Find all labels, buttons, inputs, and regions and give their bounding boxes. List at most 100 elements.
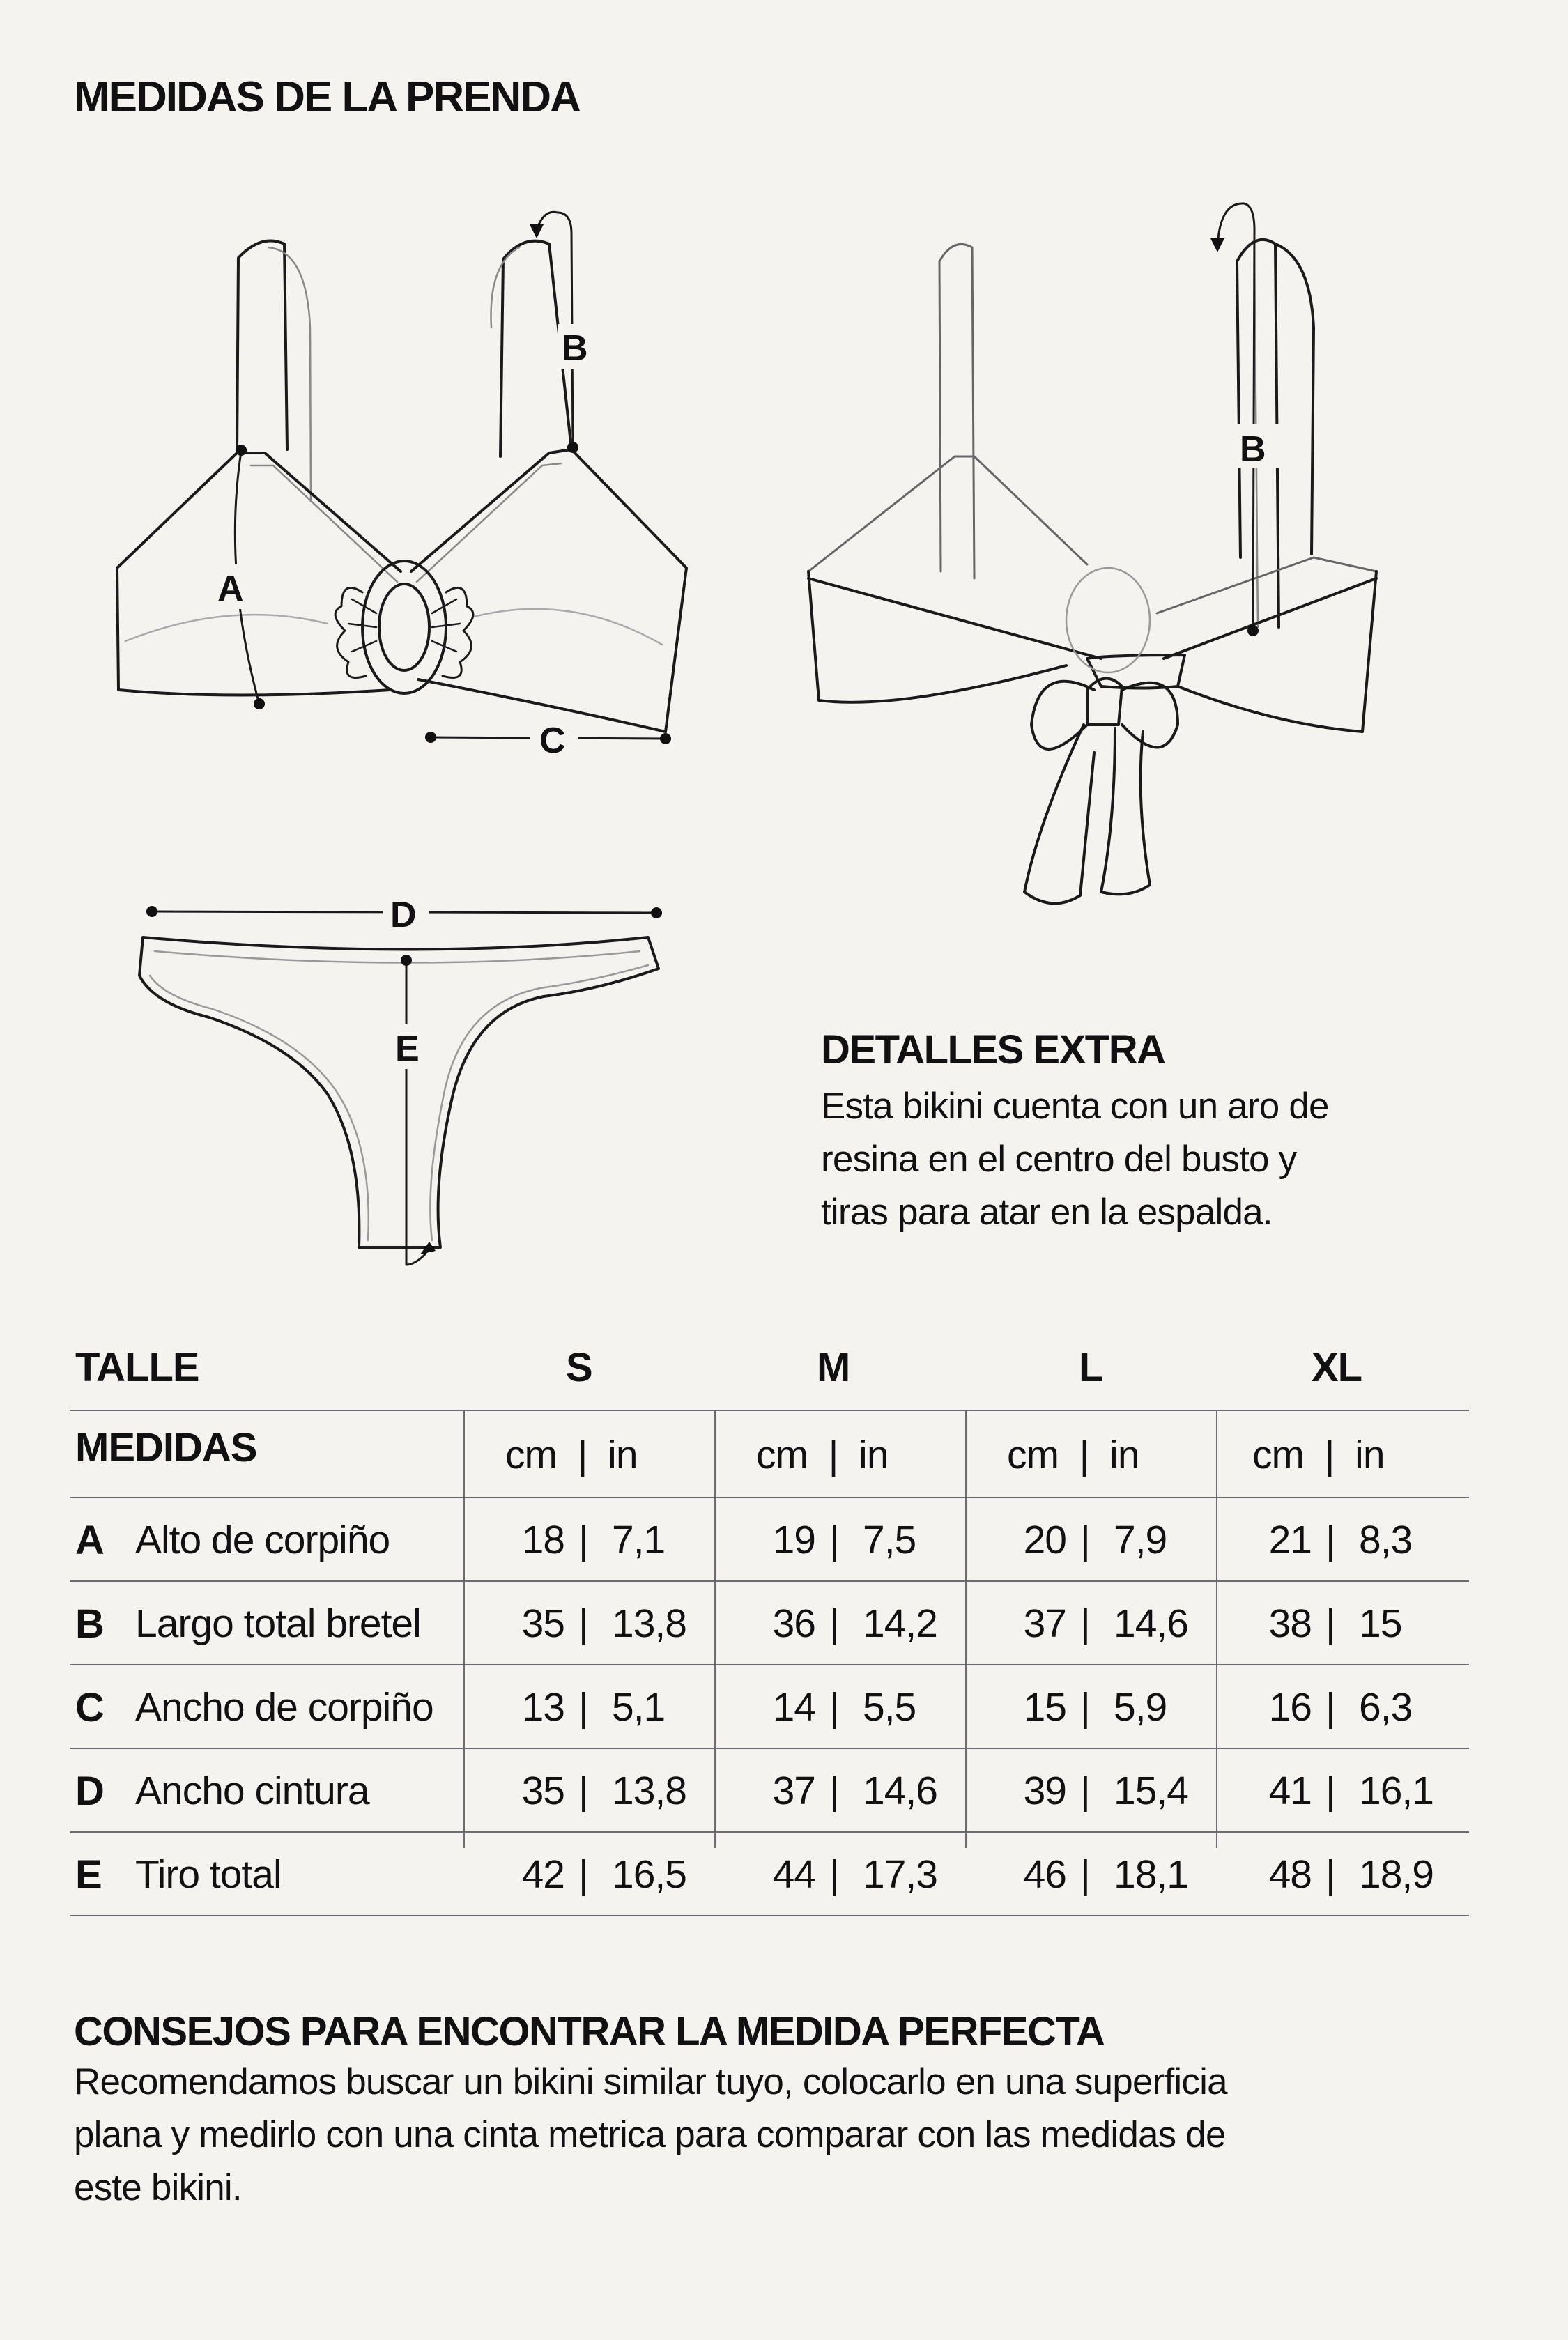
value-sep: | [829, 1769, 840, 1813]
unit-in: in [859, 1432, 889, 1477]
value-sep: | [829, 1852, 840, 1897]
size-XL: XL [1312, 1345, 1362, 1390]
divider [70, 1497, 1469, 1498]
unit-header-S: cm | in [505, 1411, 638, 1498]
unit-cm: cm [1252, 1432, 1305, 1477]
value-sep: | [829, 1685, 840, 1730]
value-in: 6,3 [1359, 1685, 1413, 1730]
value-cm: 19 [772, 1518, 816, 1562]
extra-line: resina en el centro del busto y [821, 1139, 1297, 1180]
value-sep: | [1325, 1518, 1336, 1562]
value-sep: | [578, 1518, 589, 1562]
unit-sep: | [577, 1432, 588, 1477]
row-letter: D [75, 1768, 105, 1814]
value-in: 16,5 [612, 1852, 687, 1897]
unit-cm: cm [756, 1432, 808, 1477]
unit-in: in [1109, 1432, 1139, 1477]
divider [70, 1915, 1469, 1916]
unit-cm: cm [1007, 1432, 1059, 1477]
tips-line: plana y medirlo con una cinta metrica pa… [74, 2114, 1226, 2155]
value-in: 15,4 [1114, 1769, 1189, 1813]
value-in: 14,6 [1114, 1601, 1189, 1646]
value-in: 8,3 [1359, 1518, 1413, 1562]
extra-line: tiras para atar en la espalda. [821, 1192, 1273, 1233]
value-sep: | [829, 1601, 840, 1646]
value-sep: | [1080, 1601, 1091, 1646]
row-letter: A [75, 1517, 105, 1563]
value-sep: | [1325, 1769, 1336, 1813]
value-cm: 48 [1268, 1852, 1312, 1897]
tips-title: CONSEJOS PARA ENCONTRAR LA MEDIDA PERFEC… [74, 2009, 1105, 2054]
value-sep: | [578, 1685, 589, 1730]
tips-line: Recomendamos buscar un bikini similar tu… [74, 2061, 1228, 2102]
value-cm: 44 [772, 1852, 816, 1897]
value-cm: 46 [1023, 1852, 1067, 1897]
divider [70, 1831, 1469, 1833]
size-L: L [1079, 1345, 1103, 1390]
label-E: E [395, 1029, 420, 1069]
value-sep: | [1325, 1852, 1336, 1897]
value-cm: 38 [1268, 1601, 1312, 1646]
size-header-row: TALLE S M L XL [70, 1324, 1469, 1411]
value-cm: 20 [1023, 1518, 1067, 1562]
divider [70, 1748, 1469, 1749]
front-top-drawing [116, 239, 688, 733]
extra-line: Esta bikini cuenta con un aro de [821, 1086, 1329, 1127]
tips-line: este bikini. [74, 2167, 243, 2208]
unit-header-M: cm | in [756, 1411, 889, 1498]
value-in: 18,9 [1359, 1852, 1434, 1897]
value-in: 5,9 [1114, 1685, 1167, 1730]
value-cm: 14 [772, 1685, 816, 1730]
label-C: C [539, 721, 566, 761]
value-sep: | [578, 1601, 589, 1646]
value-sep: | [1325, 1685, 1336, 1730]
value-sep: | [1080, 1518, 1091, 1562]
extra-details-title: DETALLES EXTRA [821, 1027, 1166, 1072]
row-name: Ancho cintura [135, 1769, 370, 1813]
column-divider [1216, 1410, 1217, 1848]
column-divider [965, 1410, 967, 1848]
value-cm: 15 [1023, 1685, 1067, 1730]
row-letter: E [75, 1852, 102, 1898]
value-in: 5,5 [863, 1685, 916, 1730]
medidas-label: MEDIDAS [75, 1425, 257, 1470]
value-cm: 13 [521, 1685, 565, 1730]
value-in: 5,1 [612, 1685, 666, 1730]
row-letter: C [75, 1684, 105, 1730]
value-cm: 37 [1023, 1601, 1067, 1646]
label-D: D [390, 895, 417, 935]
column-divider [714, 1410, 716, 1848]
measurement-dots [146, 442, 1259, 966]
value-in: 14,6 [863, 1769, 938, 1813]
label-A: A [217, 569, 244, 609]
row-name: Tiro total [135, 1852, 282, 1897]
value-cm: 39 [1023, 1769, 1067, 1813]
column-divider [463, 1410, 465, 1848]
value-in: 7,1 [612, 1518, 666, 1562]
value-in: 16,1 [1359, 1769, 1434, 1813]
value-sep: | [829, 1518, 840, 1562]
value-cm: 41 [1268, 1769, 1312, 1813]
unit-in: in [1355, 1432, 1385, 1477]
value-in: 7,9 [1114, 1518, 1167, 1562]
page-title: MEDIDAS DE LA PRENDA [74, 73, 581, 121]
value-in: 17,3 [863, 1852, 938, 1897]
value-in: 7,5 [863, 1518, 916, 1562]
value-in: 13,8 [612, 1769, 687, 1813]
value-cm: 37 [772, 1769, 816, 1813]
row-name: Alto de corpiño [135, 1518, 390, 1562]
unit-cm: cm [505, 1432, 558, 1477]
value-cm: 36 [772, 1601, 816, 1646]
value-sep: | [578, 1852, 589, 1897]
talle-label: TALLE [75, 1345, 200, 1390]
value-sep: | [1325, 1601, 1336, 1646]
unit-sep: | [828, 1432, 839, 1477]
value-sep: | [578, 1769, 589, 1813]
back-top-drawing [807, 238, 1378, 905]
divider [70, 1664, 1469, 1665]
value-cm: 18 [521, 1518, 565, 1562]
value-sep: | [1080, 1769, 1091, 1813]
